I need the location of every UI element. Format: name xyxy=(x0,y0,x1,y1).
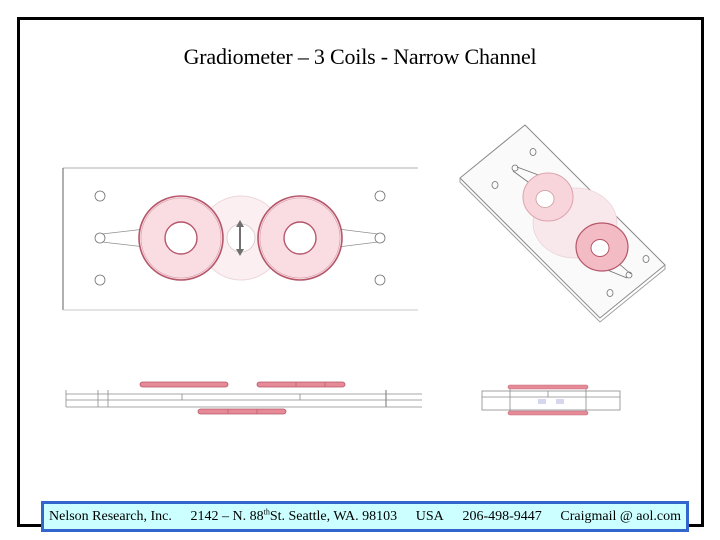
footer-country: USA xyxy=(415,508,444,524)
side-view-drawing xyxy=(60,378,422,422)
end-view-drawing xyxy=(478,380,624,420)
top-view-drawing xyxy=(60,165,420,315)
footer-address: 2142 – N. 88th St. Seattle, WA. 98103 xyxy=(190,506,398,524)
isometric-view-drawing xyxy=(455,120,675,325)
footer-contact-bar: Nelson Research, Inc. 2142 – N. 88th St.… xyxy=(41,501,689,532)
footer-phone: 206-498-9447 xyxy=(462,508,542,524)
slide-title: Gradiometer – 3 Coils - Narrow Channel xyxy=(183,44,537,69)
footer-company: Nelson Research, Inc. xyxy=(49,508,172,524)
footer-email: Craigmail @ aol.com xyxy=(560,508,681,524)
